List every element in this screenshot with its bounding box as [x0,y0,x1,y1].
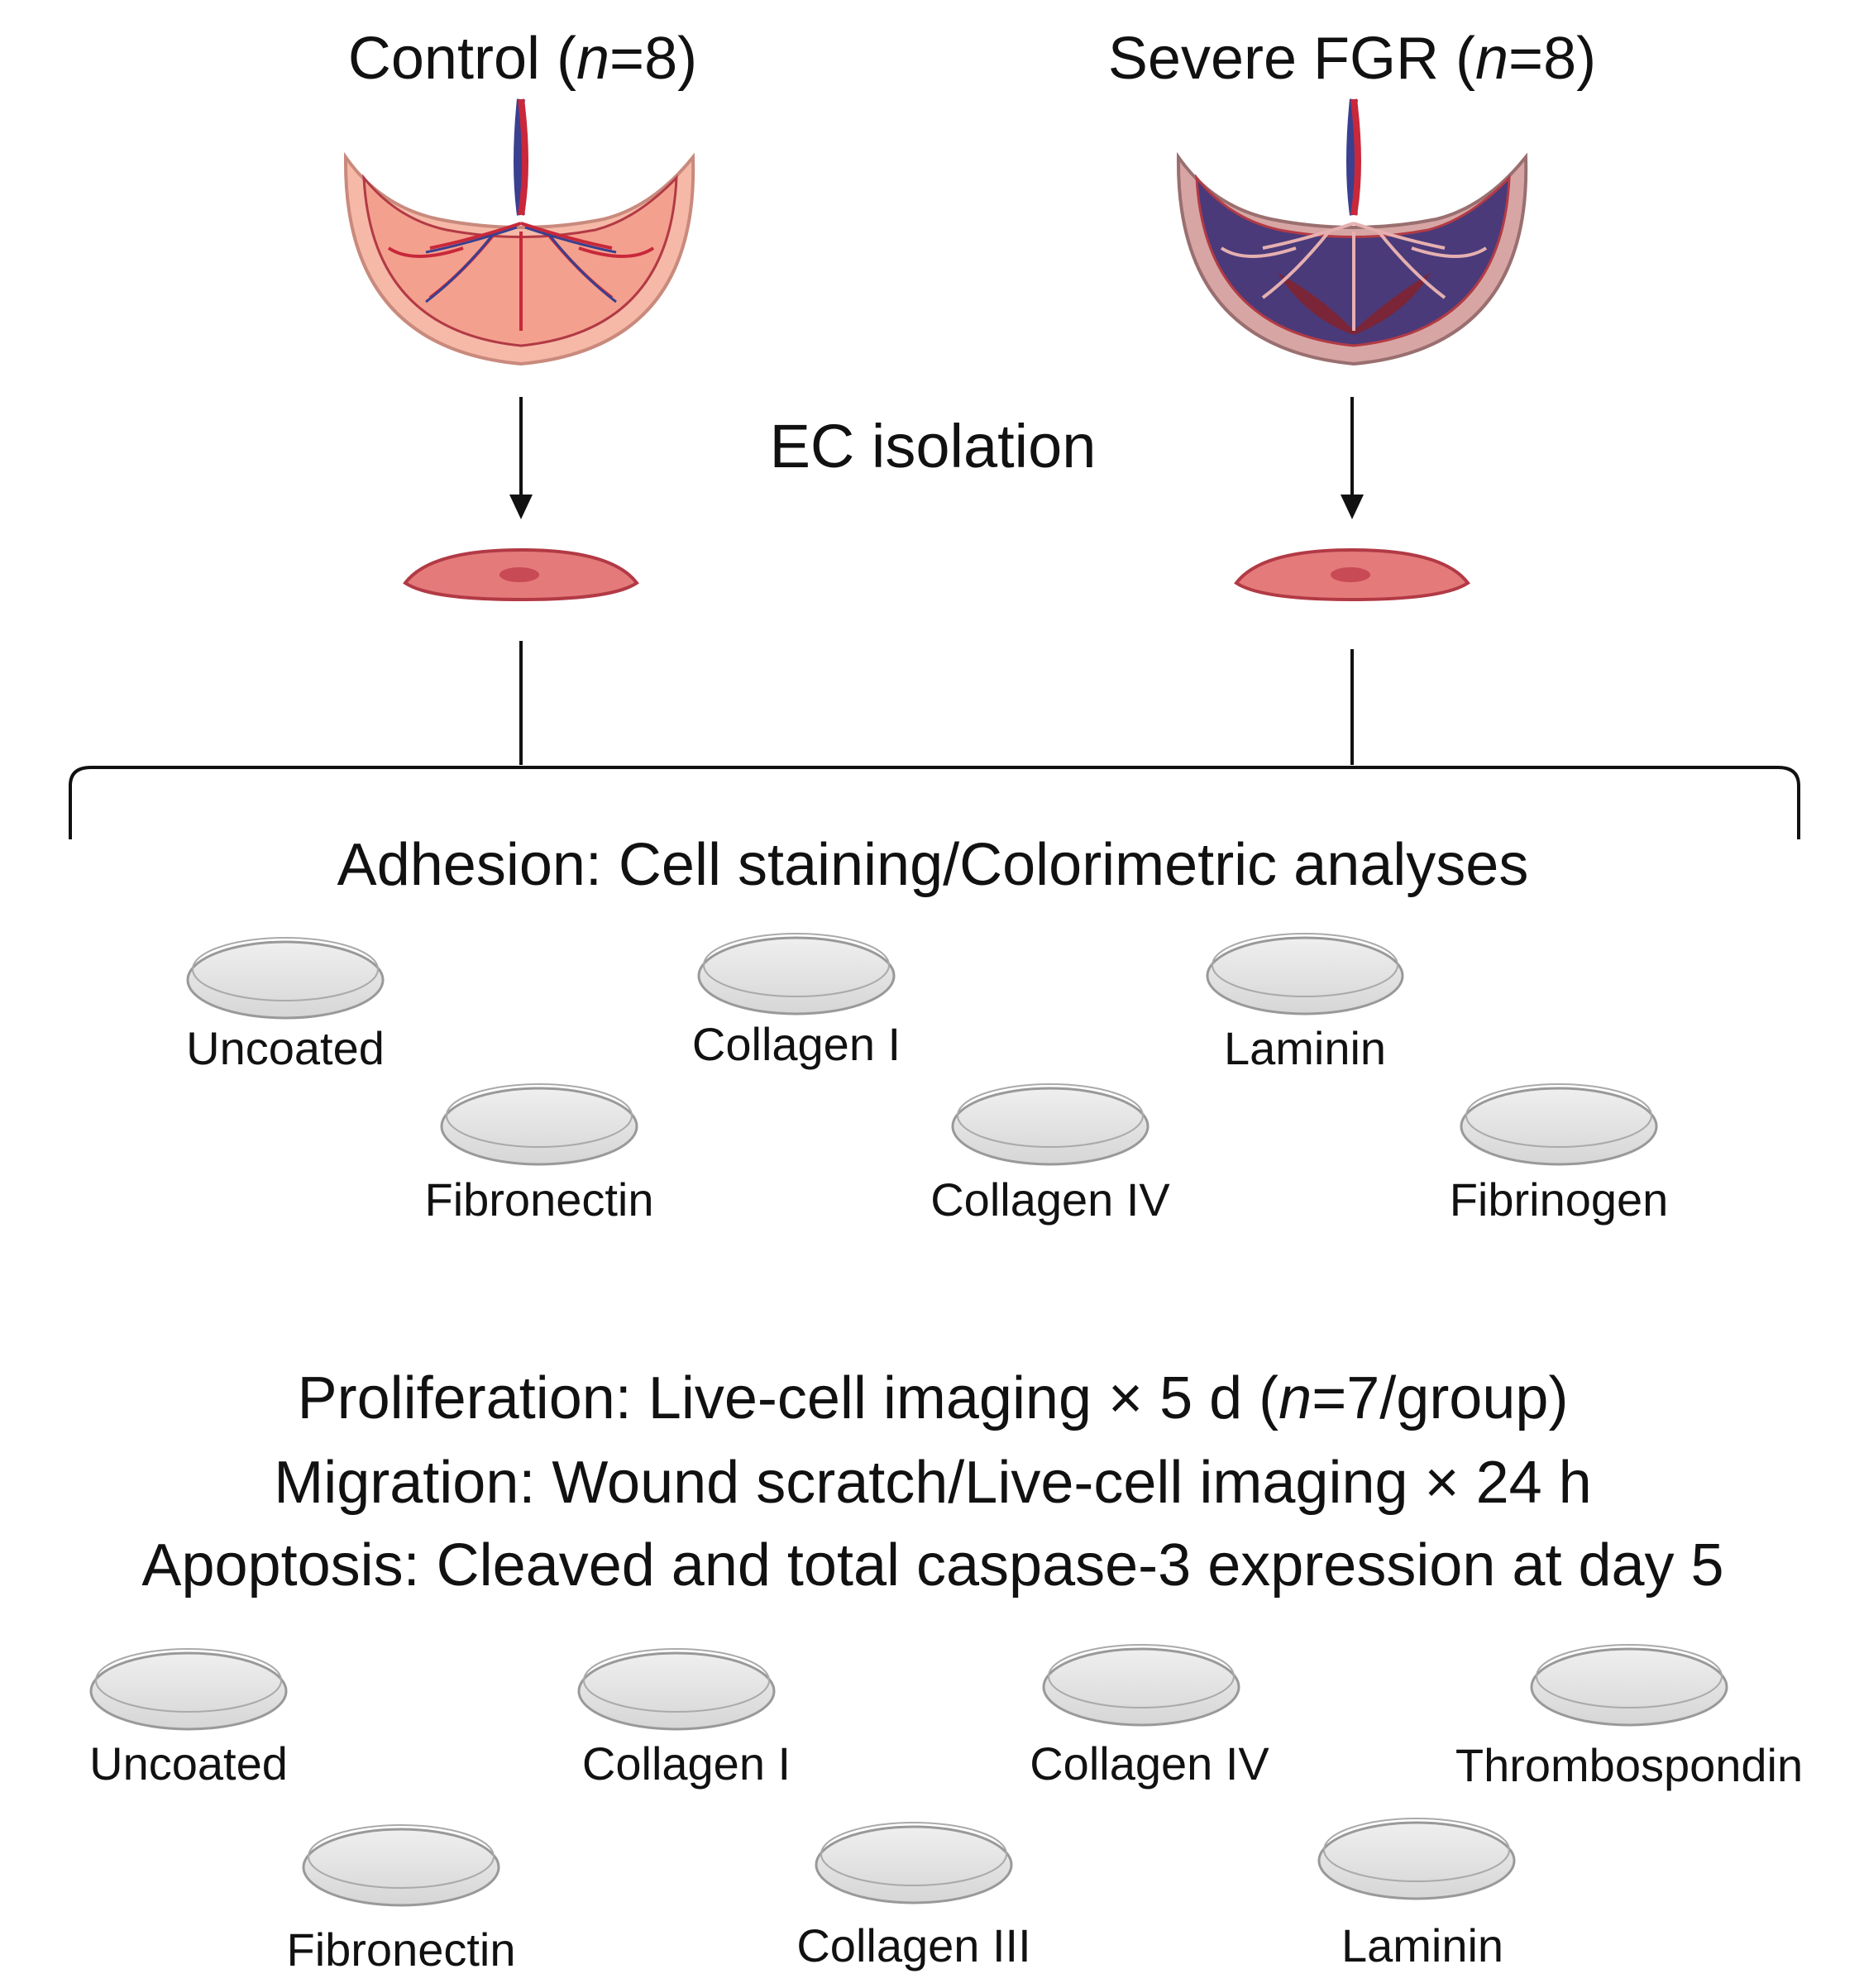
assay-label-collagen-i: Collagen I [581,1737,791,1790]
fgr-placenta-icon [1176,98,1528,366]
assay-label-uncoated: Uncoated [89,1737,288,1790]
adhesion-title: Adhesion: Cell staining/Colorimetric ana… [337,832,1529,898]
proliferation-suffix: =7/group) [1312,1365,1569,1431]
assay-label-collagen-iii: Collagen III [796,1919,1031,1971]
migration-line: Migration: Wound scratch/Live-cell imagi… [274,1450,1592,1516]
apoptosis-line: Apoptosis: Cleaved and total caspase-3 e… [141,1532,1724,1599]
control-n-value: =8) [609,26,698,92]
adhesion-label-uncoated: Uncoated [186,1022,385,1074]
adhesion-dish-collagen-i [697,933,896,1016]
assay-dish-uncoated [89,1648,288,1731]
assay-dish-fibronectin [302,1824,500,1907]
control-placenta-icon [343,98,695,366]
assay-dish-collagen-iv [1042,1644,1240,1727]
fgr-arrow [1341,397,1364,519]
adhesion-dish-fibrinogen [1460,1083,1658,1166]
assay-label-laminin: Laminin [1341,1919,1504,1971]
fgr-group-title: Severe FGR (n=8) [1108,25,1596,93]
adhesion-label-collagen-iv: Collagen IV [930,1173,1170,1226]
assay-dish-laminin [1317,1818,1516,1900]
assay-dish-collagen-iii [815,1822,1013,1904]
ec-isolation-label: EC isolation [769,412,1097,480]
adhesion-dish-uncoated [186,937,385,1020]
assay-label-thrombospondin: Thrombospondin [1455,1739,1804,1791]
fgr-n-symbol: n [1474,26,1509,92]
assay-label-collagen-iv: Collagen IV [1030,1737,1269,1790]
control-arrow [509,397,533,519]
assay-label-fibronectin: Fibronectin [286,1923,516,1976]
proliferation-prefix: Proliferation: Live-cell imaging × 5 d ( [297,1365,1279,1431]
fgr-endothelial-cell-icon [1234,547,1470,602]
adhesion-label-fibrinogen: Fibrinogen [1449,1173,1669,1226]
control-endothelial-cell-icon [403,547,639,602]
group-bracket [69,641,1800,839]
adhesion-label-laminin: Laminin [1223,1022,1387,1074]
adhesion-dish-collagen-iv [951,1083,1149,1166]
proliferation-n-symbol: n [1279,1365,1312,1431]
assay-dish-collagen-i [577,1648,776,1731]
adhesion-label-collagen-i: Collagen I [691,1018,901,1070]
adhesion-dish-fibronectin [440,1083,638,1166]
control-group-title: Control (n=8) [348,25,697,93]
fgr-label: Severe FGR ( [1107,26,1475,92]
adhesion-dish-laminin [1206,933,1404,1016]
assay-dish-thrombospondin [1530,1644,1728,1727]
proliferation-line: Proliferation: Live-cell imaging × 5 d (… [298,1364,1569,1432]
control-n-symbol: n [576,26,610,92]
fgr-n-value: =8) [1508,26,1597,92]
control-label: Control ( [347,26,576,92]
adhesion-label-fibronectin: Fibronectin [424,1173,654,1226]
